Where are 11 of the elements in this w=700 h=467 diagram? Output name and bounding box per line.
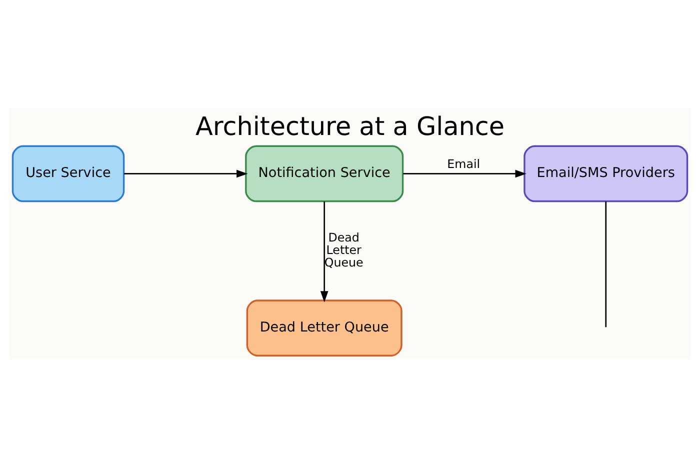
edge-label: Email <box>447 156 480 171</box>
node-box: Email/SMS Providers <box>524 145 688 202</box>
node-box: Dead Letter Queue <box>246 300 402 356</box>
arrow <box>403 170 526 178</box>
node-box: User Service <box>12 145 125 202</box>
connector <box>605 202 607 328</box>
arrow <box>320 202 328 302</box>
node-box: Notification Service <box>245 145 404 202</box>
edge-label: Dead Letter Queue <box>324 230 364 270</box>
arrow <box>124 170 248 178</box>
diagram-title: Architecture at a Glance <box>195 111 505 142</box>
